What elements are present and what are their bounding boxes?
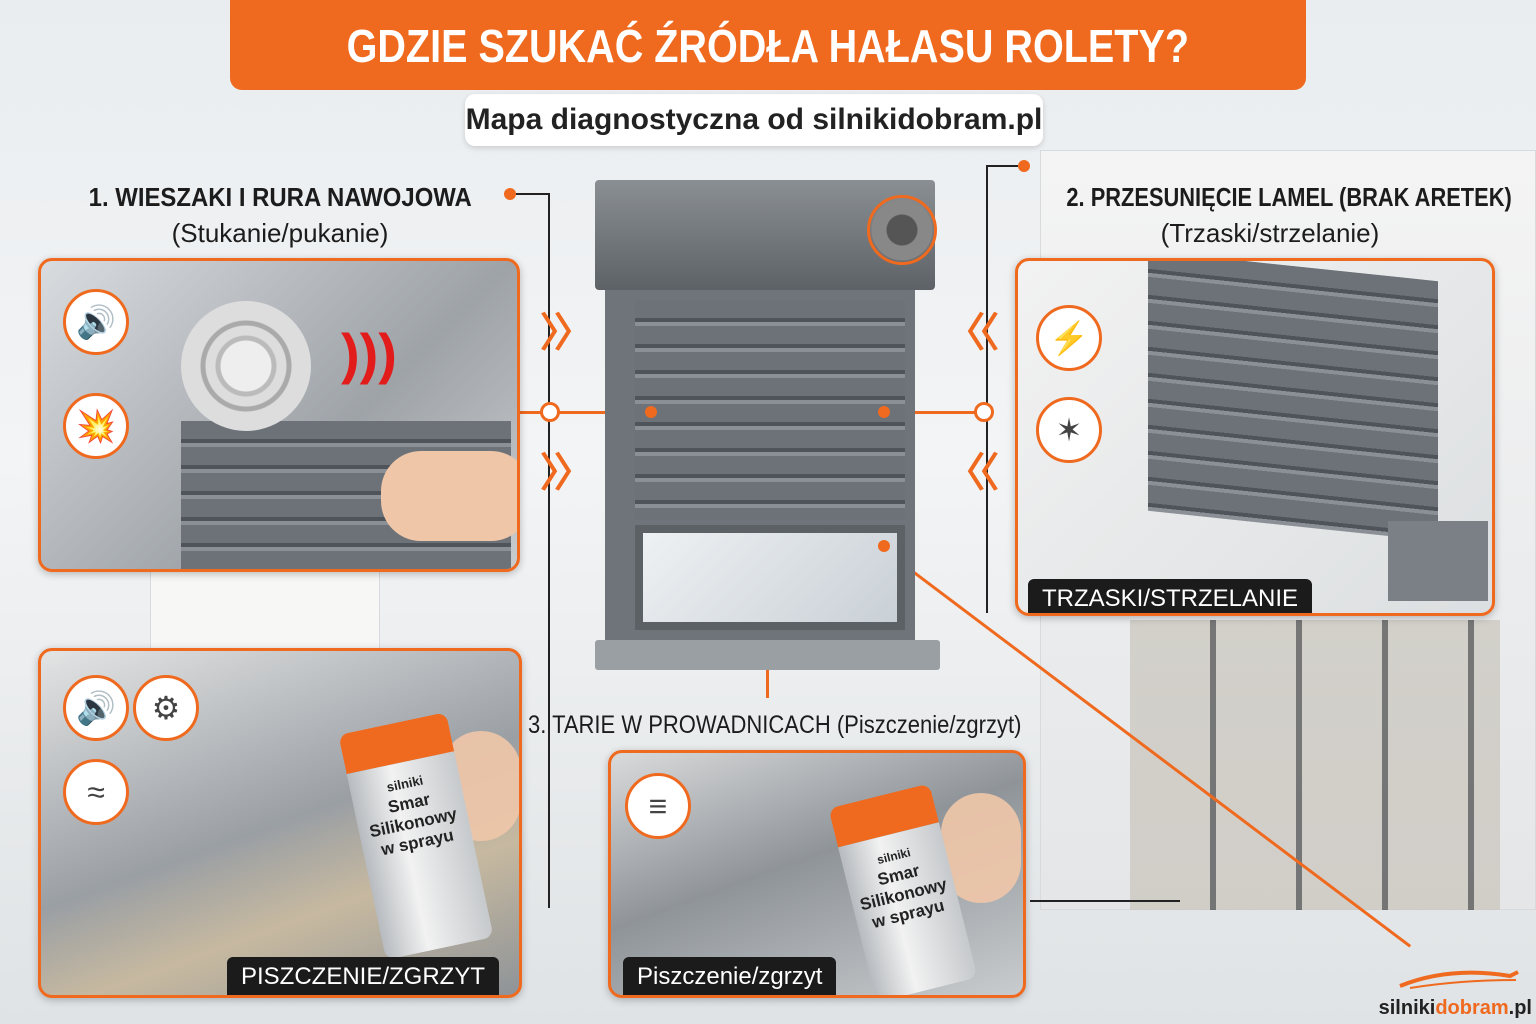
roller-shutter-window	[595, 180, 940, 680]
speaker-sound-icon: 🔊	[63, 289, 129, 355]
section-2-subheading: (Trzaski/strzelanie)	[1160, 218, 1380, 248]
speaker-sound-icon: 🔊	[63, 675, 129, 741]
connector-dot	[878, 406, 890, 418]
panel-hangers-tube: ))) 🔊 💥	[38, 258, 520, 572]
shutter-slats	[1148, 261, 1438, 542]
connector-dot	[504, 188, 516, 200]
shutter-box-highlight	[867, 195, 937, 265]
brand-logo: silnikidobram.pl	[1360, 962, 1536, 1020]
gears-icon: ⚙	[133, 675, 199, 741]
logo-part-3: .pl	[1508, 997, 1532, 1019]
section-1-subheading: (Stukanie/pukanie)	[171, 218, 389, 248]
connector-line	[1030, 900, 1180, 902]
connector-line	[516, 193, 548, 195]
connector-ring	[974, 402, 994, 422]
logo-part-1: silniki	[1378, 997, 1436, 1019]
sound-wave-icon: 〈〈	[945, 311, 999, 355]
page-title-banner: GDZIE SZUKAĆ ŹRÓDŁA HAŁASU ROLETY?	[230, 0, 1306, 90]
panel-tag: PISZCZENIE/ZGRZYT	[227, 957, 500, 995]
window-sill	[595, 640, 940, 670]
car-swoosh-icon	[1399, 970, 1519, 989]
guide-rail	[1388, 521, 1488, 601]
panel-tag: TRZASKI/STRZELANIE	[1028, 579, 1313, 613]
section-1-heading: 1. WIESZAKI I RURA NAWOJOWA	[88, 182, 472, 212]
broken-clip-icon: ✶	[1036, 397, 1102, 463]
background-glass-doors	[1130, 620, 1500, 910]
signal-icon: )))	[341, 322, 397, 385]
section-3-heading: 3. TARIE W PROWADNICACH (Piszczenie/zgrz…	[528, 711, 1022, 739]
page-subtitle: Mapa diagnostyczna od silnikidobram.pl	[465, 94, 1043, 146]
panel-slat-shift: ⚡ ✶ TRZASKI/STRZELANIE	[1015, 258, 1495, 616]
section-3-heading-box: 3. TARIE W PROWADNICACH (Piszczenie/zgrz…	[528, 708, 1058, 742]
sound-wave-icon: 〉〉	[540, 451, 594, 495]
connector-ring	[540, 402, 560, 422]
connector-dot	[1018, 160, 1030, 172]
sound-wave-icon: 〉〉	[540, 311, 594, 355]
shutter-slats	[635, 300, 905, 520]
panel-rail-friction: ≡ silniki Smar Silikonowy w sprayu Piszc…	[608, 750, 1026, 998]
panel-tag: Piszczenie/zgrzyt	[623, 957, 837, 995]
section-2-heading-box: 2. PRZESUNIĘCIE LAMEL (BRAK ARETEK)	[1024, 180, 1530, 214]
connector-line	[986, 165, 988, 613]
page-title: GDZIE SZUKAĆ ŹRÓDŁA HAŁASU ROLETY?	[346, 20, 1190, 72]
friction-rail-icon: ≡	[625, 773, 691, 839]
connector-line	[988, 165, 1018, 167]
panel-debris-rail: 🔊 ⚙ ≈ silniki Smar Silikonowy w sprayu P…	[38, 648, 522, 998]
section-1-heading-box: 1. WIESZAKI I RURA NAWOJOWA	[40, 180, 520, 214]
connector-dot	[645, 406, 657, 418]
window-glass	[635, 525, 905, 630]
hand-illustration	[381, 451, 517, 541]
scratch-icon: ≈	[63, 759, 129, 825]
snap-crack-icon: ⚡	[1036, 305, 1102, 371]
knock-hand-icon: 💥	[63, 393, 129, 459]
connector-line	[548, 193, 550, 908]
connector-dot	[878, 540, 890, 552]
section-2-heading: 2. PRZESUNIĘCIE LAMEL (BRAK ARETEK)	[1066, 182, 1512, 212]
logo-part-2: dobram	[1435, 997, 1509, 1019]
winding-tube	[181, 301, 311, 431]
sound-wave-icon: 〈〈	[945, 451, 999, 495]
